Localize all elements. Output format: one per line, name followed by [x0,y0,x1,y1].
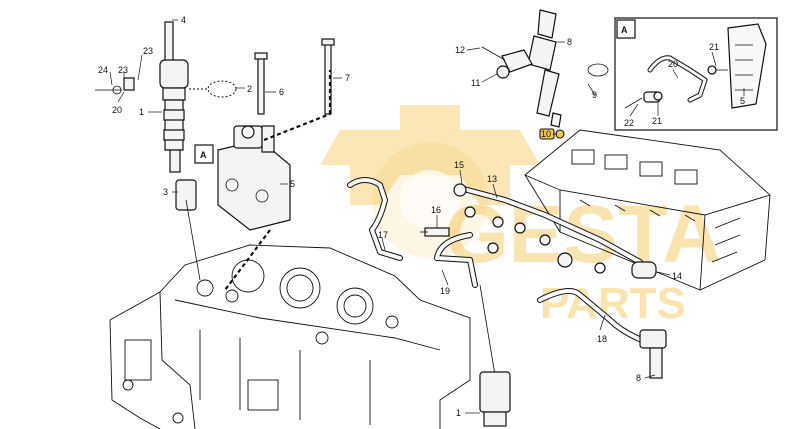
callout-3: 3 [163,187,168,197]
callout-24: 24 [98,65,108,75]
callout-11: 11 [471,78,480,88]
callout-21-inset-bottom: 21 [652,116,662,126]
callout-17: 17 [378,230,388,240]
callout-16: 16 [431,205,441,215]
callout-15: 15 [454,160,464,170]
callout-8-sensor: 8 [636,373,641,383]
callout-5-inset: 5 [740,96,745,106]
detail-marker-main-label: A [200,150,207,160]
callout-22: 22 [624,118,634,128]
unit-pump-left [95,21,237,281]
callout-23-upper: 23 [143,46,153,56]
callout-13: 13 [487,174,497,184]
callout-14: 14 [672,271,682,281]
detail-marker-main: A [194,144,214,164]
callout-1-pump: 1 [139,107,144,117]
callout-1-sensor: 1 [456,408,461,418]
callout-10: 10 [541,129,551,139]
callout-9: 9 [592,90,597,100]
callout-6: 6 [279,87,284,97]
callout-20-inset: 20 [668,59,678,69]
callout-12: 12 [455,45,465,55]
callout-2: 2 [247,84,252,94]
detail-inset: A [614,17,778,131]
bolts [254,38,335,115]
leader-lines [109,19,745,414]
callout-7: 7 [345,73,350,83]
fuel-pipes [347,177,667,427]
engine-block [109,244,471,429]
callout-5-main: 5 [290,179,295,189]
detail-inset-label: A [621,25,628,35]
callout-18: 18 [597,334,607,344]
callout-23-lower: 23 [118,65,128,75]
callout-8-injector: 8 [567,37,572,47]
callouts: 4 23 24 23 2 1 20 6 7 3 5 12 8 11 9 10 1… [98,15,745,418]
callout-20-left: 20 [112,105,122,115]
callout-19: 19 [440,286,450,296]
pump-housing [217,70,332,291]
cylinder-head [524,129,771,291]
injector-right [481,9,609,140]
callout-21-inset-top: 21 [709,42,719,52]
callout-4: 4 [181,15,186,25]
